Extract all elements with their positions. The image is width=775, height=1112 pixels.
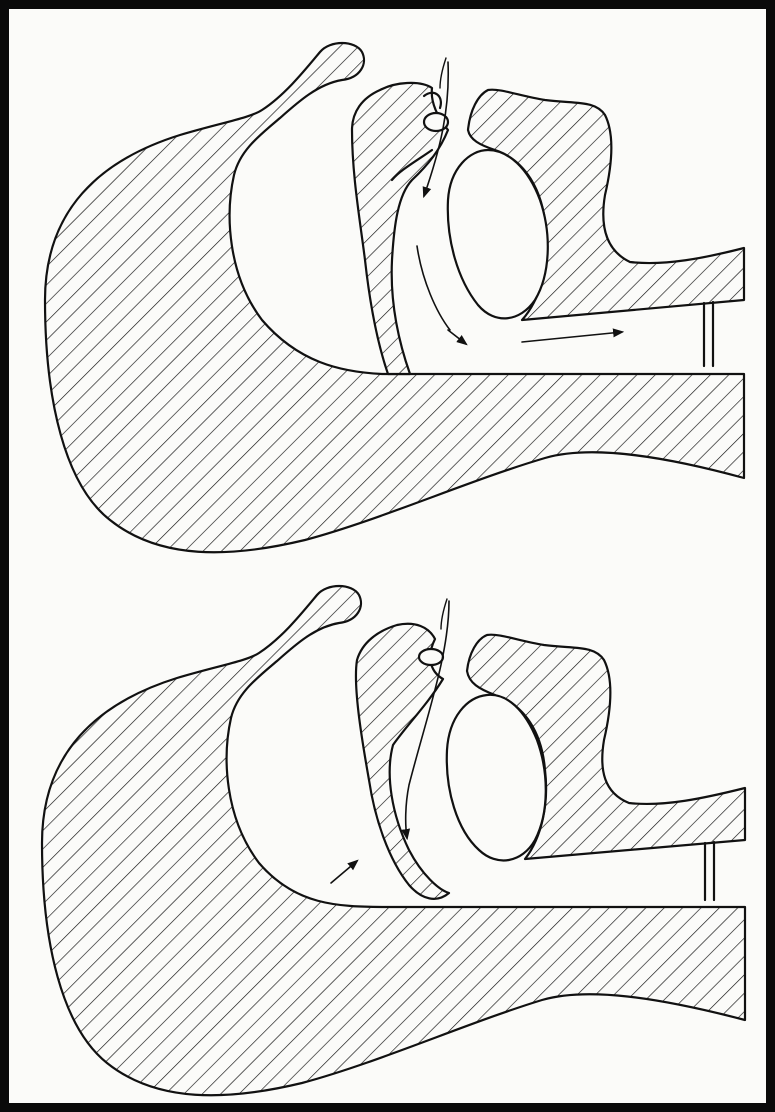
cap-lobe-upper	[419, 649, 443, 665]
flow-arrow-right	[522, 332, 622, 342]
flow-source-whisker	[440, 58, 446, 88]
cross-section-panel-bottom	[42, 586, 745, 1095]
flow-arrow-curve	[417, 246, 450, 330]
cross-section-panel-top	[45, 43, 744, 552]
flow-arrow-small	[331, 861, 357, 883]
flow-source-whisker	[441, 599, 447, 629]
flow-arrow-curve-head	[448, 330, 466, 344]
